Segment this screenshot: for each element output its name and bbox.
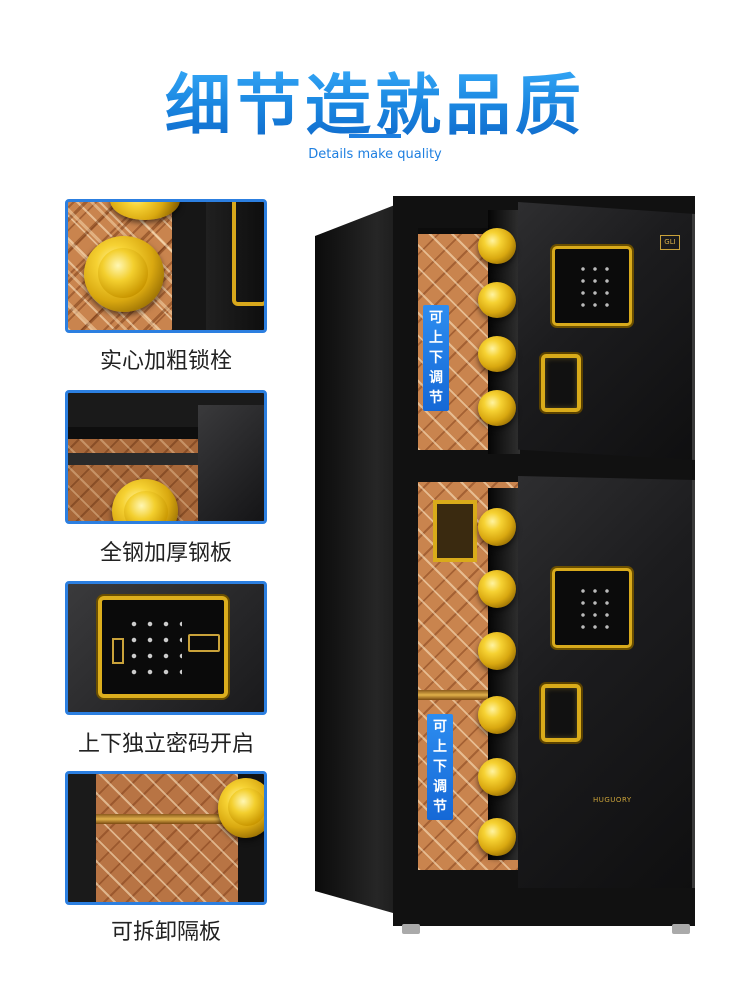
brand-label: HUGUORY bbox=[593, 796, 632, 804]
bolt bbox=[478, 228, 516, 264]
bolt bbox=[478, 508, 516, 546]
bolt bbox=[478, 696, 516, 734]
upper-keypad[interactable] bbox=[552, 246, 632, 326]
bolt bbox=[478, 818, 516, 856]
shelf-detail-image bbox=[65, 771, 267, 905]
bolt bbox=[478, 632, 516, 670]
feature-caption-bolts: 实心加粗锁栓 bbox=[99, 349, 232, 374]
page-subtitle: Details make quality bbox=[308, 147, 442, 162]
safe-foot bbox=[402, 924, 420, 934]
upper-door[interactable] bbox=[518, 202, 695, 460]
page-title: 细节造就品质 bbox=[0, 52, 750, 148]
bolt bbox=[478, 390, 516, 426]
bolt-detail-image bbox=[65, 199, 267, 333]
brand-badge: GLI bbox=[660, 235, 680, 250]
upper-door-handle[interactable] bbox=[541, 354, 581, 412]
lower-keypad[interactable] bbox=[552, 568, 632, 648]
bolt bbox=[478, 570, 516, 608]
feature-caption-steel-plate: 全钢加厚钢板 bbox=[99, 541, 232, 566]
adjustable-shelf-label-top: 可上下调节 bbox=[423, 305, 449, 411]
adjustable-shelf-label-bottom: 可上下调节 bbox=[427, 714, 453, 820]
bolt bbox=[478, 758, 516, 796]
bolt bbox=[478, 336, 516, 372]
feature-caption-removable-shelf: 可拆卸隔板 bbox=[110, 920, 221, 945]
feature-caption-independent-password: 上下独立密码开启 bbox=[77, 732, 254, 757]
bolt bbox=[478, 282, 516, 318]
keypad-detail-image bbox=[65, 581, 267, 715]
safe-foot bbox=[672, 924, 690, 934]
lower-door-handle[interactable] bbox=[541, 684, 581, 742]
title-underline bbox=[349, 134, 401, 138]
steel-plate-detail-image bbox=[65, 390, 267, 524]
lower-door[interactable] bbox=[518, 476, 695, 888]
